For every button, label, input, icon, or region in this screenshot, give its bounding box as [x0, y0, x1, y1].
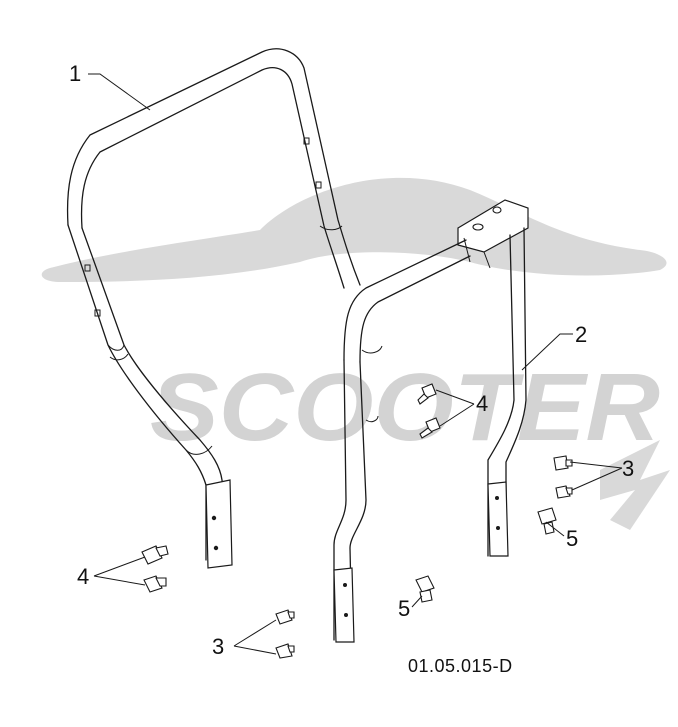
fastener-5-bottom — [415, 575, 435, 603]
fastener-4-left-b — [143, 575, 167, 593]
callout-3-right: 3 — [622, 456, 635, 481]
watermark-logo: SCOOTER — [41, 177, 670, 530]
watermark-text: SCOOTER — [150, 354, 660, 461]
fastener-3-bottom-a — [275, 609, 295, 625]
callout-5-right: 5 — [566, 526, 579, 551]
callout-1: 1 — [69, 61, 82, 86]
fastener-4-left-a — [141, 545, 169, 565]
leader-lines — [88, 73, 623, 655]
callout-4-upper: 4 — [476, 391, 489, 416]
callout-5-bottom: 5 — [398, 596, 411, 621]
part-2-frame — [333, 199, 529, 643]
fastener-4-upper-b — [419, 417, 441, 439]
fastener-3-right-b — [555, 485, 573, 499]
diagram-code: 01.05.015-D — [408, 656, 513, 676]
part-1-frame — [66, 48, 361, 569]
callout-3-bottom: 3 — [212, 634, 225, 659]
callout-4-left: 4 — [77, 564, 90, 589]
fastener-5-right — [537, 507, 557, 535]
fastener-3-right-a — [553, 455, 573, 471]
fastener-4-upper-a — [417, 383, 437, 405]
fastener-3-bottom-b — [275, 643, 295, 659]
callout-2: 2 — [575, 322, 588, 347]
